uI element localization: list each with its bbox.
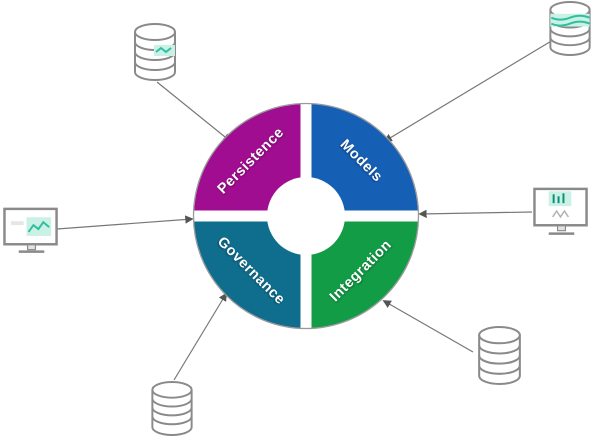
connector-top-left	[156, 81, 232, 143]
node-monitor-left	[3, 207, 60, 255]
connector-lines	[56, 39, 554, 381]
node-database-bottom	[147, 381, 197, 436]
quadrant-governance	[194, 216, 306, 328]
quadrant-persistence	[194, 104, 306, 216]
database-icon	[478, 326, 521, 385]
connector-top-right	[383, 39, 554, 142]
node-database-bottom-right	[476, 326, 523, 385]
database-icon	[549, 1, 591, 56]
node-database-top-right	[547, 1, 593, 56]
wheel-center-hole	[267, 177, 345, 255]
monitor-icon	[3, 207, 58, 253]
database-icon	[151, 381, 193, 436]
wheel	[192, 102, 420, 330]
node-database-top-left	[132, 23, 178, 81]
connector-right	[418, 209, 533, 219]
monitor-icon	[533, 187, 588, 235]
database-icon	[134, 23, 176, 81]
wheel-outline	[192, 102, 420, 330]
quadrant-models	[306, 104, 418, 216]
connector-left	[56, 215, 194, 230]
connector-bottom-right	[382, 300, 474, 353]
node-monitor-right	[533, 187, 590, 237]
quadrant-integration	[306, 216, 418, 328]
connector-bottom	[173, 292, 227, 381]
